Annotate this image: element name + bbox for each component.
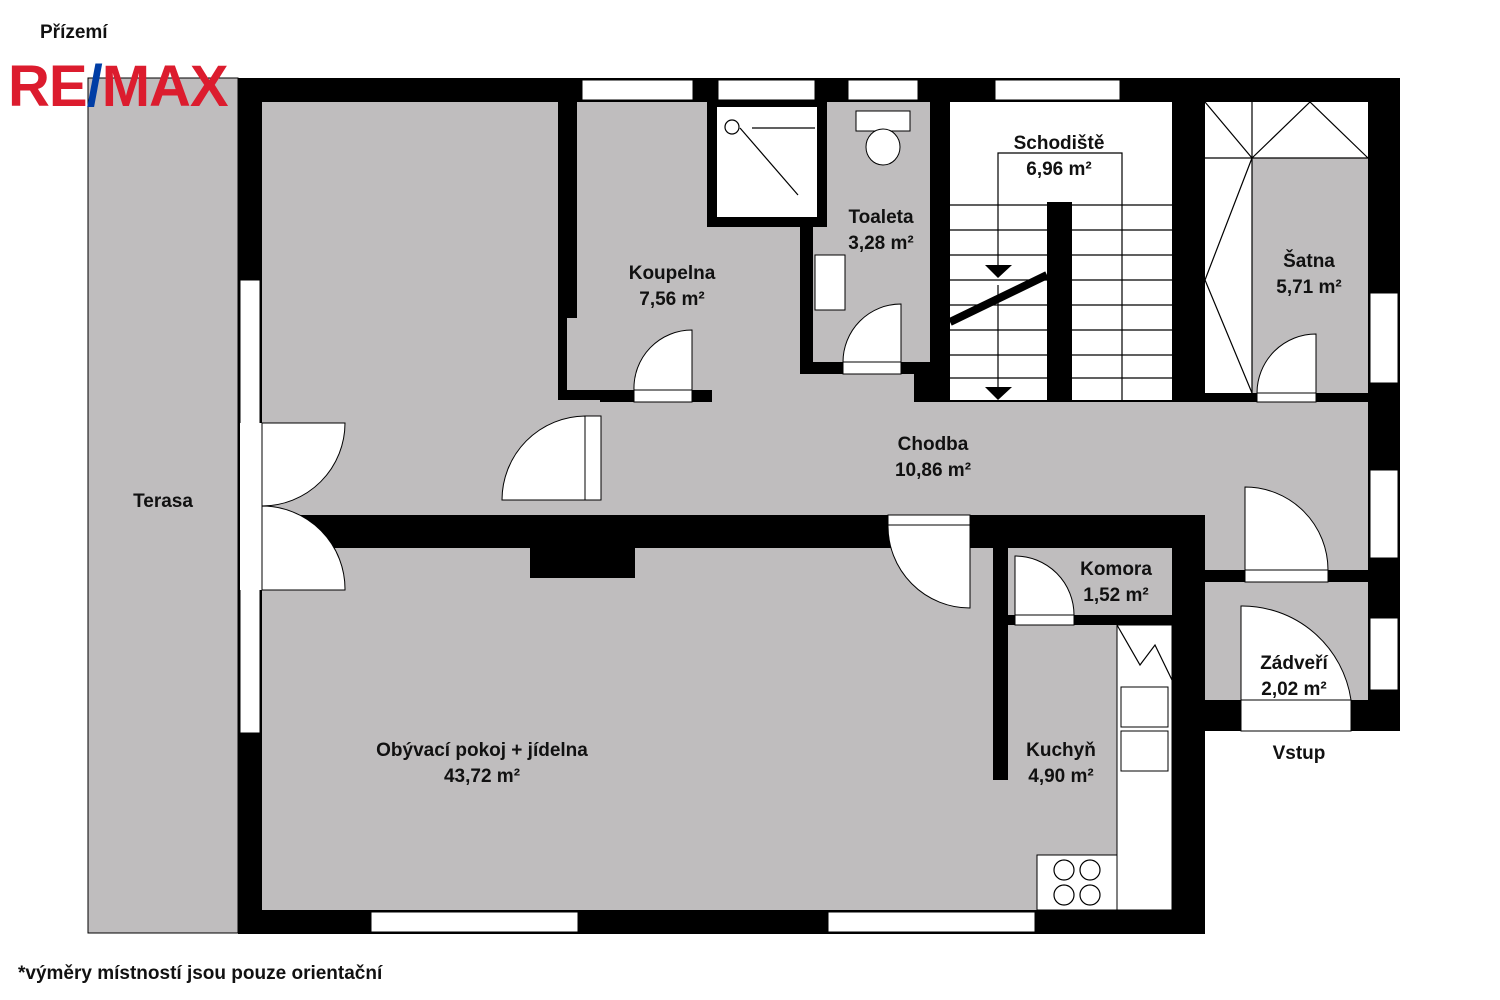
shower bbox=[707, 97, 827, 227]
wardrobes bbox=[1204, 101, 1369, 394]
label-koupelna-area: 7,56 m² bbox=[639, 289, 704, 310]
label-toaleta-name: Toaleta bbox=[848, 207, 914, 228]
floor-title: Přízemí bbox=[40, 22, 108, 43]
label-zadveri-name: Zádveří bbox=[1260, 653, 1328, 674]
logo-text-max: MAX bbox=[101, 54, 229, 119]
label-vstup: Vstup bbox=[1273, 743, 1326, 764]
toilet bbox=[814, 110, 911, 311]
label-terasa: Terasa bbox=[133, 491, 193, 512]
terrace-area bbox=[87, 77, 239, 934]
label-koupelna-name: Koupelna bbox=[629, 263, 716, 284]
label-schodiste-name: Schodiště bbox=[1014, 133, 1105, 154]
room-floors bbox=[262, 102, 1368, 911]
label-komora-name: Komora bbox=[1080, 559, 1152, 580]
label-obyvaci-name: Obývací pokoj + jídelna bbox=[376, 740, 588, 761]
label-schodiste-area: 6,96 m² bbox=[1026, 159, 1091, 180]
label-chodba-area: 10,86 m² bbox=[895, 460, 971, 481]
label-komora-area: 1,52 m² bbox=[1083, 585, 1148, 606]
label-satna-name: Šatna bbox=[1283, 250, 1335, 272]
logo-text-re: RE bbox=[8, 54, 88, 119]
label-zadveri-area: 2,02 m² bbox=[1261, 679, 1326, 700]
label-kuchyn-name: Kuchyň bbox=[1026, 740, 1096, 761]
label-chodba-name: Chodba bbox=[898, 434, 969, 455]
footnote: *výměry místností jsou pouze orientační bbox=[18, 963, 383, 984]
doors bbox=[240, 303, 1352, 732]
logo-slash: / bbox=[86, 54, 103, 119]
remax-logo: RE/MAX bbox=[8, 58, 229, 116]
interior-walls bbox=[262, 515, 1368, 910]
kitchen-counter bbox=[1036, 624, 1173, 911]
label-toaleta-area: 3,28 m² bbox=[848, 233, 913, 254]
staircase bbox=[948, 152, 1172, 402]
label-satna-area: 5,71 m² bbox=[1276, 277, 1341, 298]
label-obyvaci-area: 43,72 m² bbox=[444, 766, 520, 787]
label-kuchyn-area: 4,90 m² bbox=[1028, 766, 1093, 787]
